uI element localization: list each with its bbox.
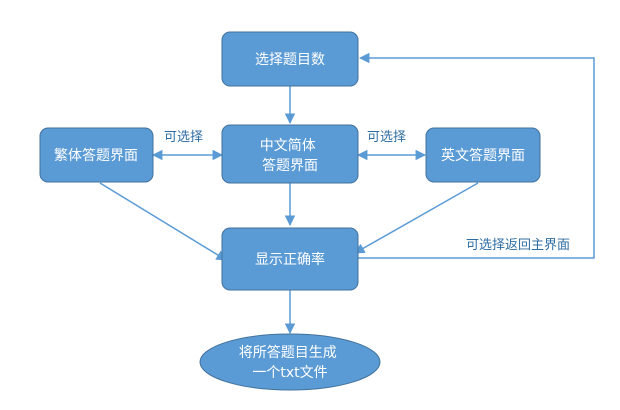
node-choose-count-label: 选择题目数 <box>255 52 325 68</box>
svg-text:选择题目数: 选择题目数 <box>255 52 325 68</box>
svg-text:中文简体 答题界面: 中文简体 答题界面 <box>260 137 320 174</box>
edge-label-right-optional: 可选择 <box>367 130 406 145</box>
edge-traditional-to-accuracy <box>99 182 227 261</box>
node-show-accuracy-box <box>221 227 359 291</box>
node-choose-count: 选择题目数 <box>221 31 359 87</box>
node-generate-txt-ellipse <box>199 333 381 391</box>
edge-return-to-main <box>358 52 595 259</box>
node-traditional: 繁体答题界面 <box>39 127 154 183</box>
svg-text:将所答题目生成 一个txt文件: 将所答题目生成 一个txt文件 <box>239 344 341 381</box>
svg-text:显示正确率: 显示正确率 <box>255 251 325 268</box>
node-simplified-box <box>221 124 359 184</box>
edge-label-return-main: 可选择返回主界面 <box>466 238 570 253</box>
node-generate-txt-label-line2: 一个txt文件 <box>252 365 327 381</box>
edges <box>99 52 595 335</box>
node-generate-txt: 将所答题目生成 一个txt文件 <box>199 333 381 391</box>
node-simplified: 中文简体 答题界面 <box>221 124 359 184</box>
node-show-accuracy: 显示正确率 <box>221 227 359 291</box>
node-traditional-box <box>39 127 154 183</box>
node-english-label: 英文答题界面 <box>441 147 525 164</box>
node-english-box <box>425 127 541 183</box>
node-traditional-label: 繁体答题界面 <box>54 147 138 164</box>
node-simplified-label-line2: 答题界面 <box>262 157 318 174</box>
node-simplified-label-line1: 中文简体 <box>260 137 316 154</box>
edge-label-left-optional: 可选择 <box>164 130 203 145</box>
node-english: 英文答题界面 <box>425 127 541 183</box>
node-show-accuracy-label: 显示正确率 <box>255 251 325 268</box>
node-generate-txt-label-line1: 将所答题目生成 <box>239 344 337 361</box>
node-choose-count-box <box>221 31 359 87</box>
svg-text:英文答题界面: 英文答题界面 <box>441 147 525 164</box>
svg-text:繁体答题界面: 繁体答题界面 <box>54 147 138 164</box>
edge-english-to-accuracy <box>354 182 479 254</box>
